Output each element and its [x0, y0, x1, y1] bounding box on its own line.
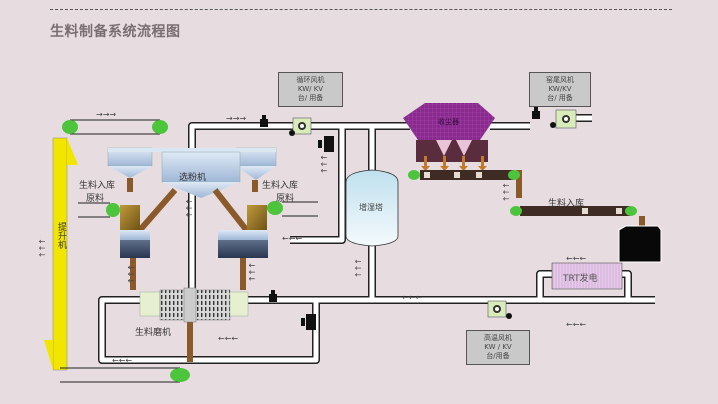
roller: [106, 203, 120, 217]
elevator-boot: [44, 340, 53, 370]
separator-main: [108, 148, 276, 198]
feed-hopper-right: [247, 205, 267, 230]
fan-rating: KW/KV: [548, 85, 572, 93]
fan-name: 高温风机: [484, 334, 512, 342]
flow-arrow-up: ↑↑↑: [38, 238, 47, 259]
flow-arrow-right: →→→: [226, 114, 247, 123]
flow-arrow-right: →→→: [96, 110, 117, 119]
flow-arrow-left: ←←←: [112, 356, 133, 365]
humidifier-tower: [345, 169, 399, 247]
flow-arrow-up: ↑↑↑: [185, 198, 194, 219]
flow-arrow-left: ←←←: [282, 234, 303, 243]
feed-hopper-left: [120, 205, 140, 230]
flow-arrow-left: ←←←: [566, 254, 587, 263]
dust-collector: [403, 103, 495, 171]
flow-arrow-down: ↓↓↓: [319, 154, 328, 175]
roller: [267, 201, 283, 215]
roller: [152, 120, 168, 134]
humidifier-tower-label: 增湿塔: [359, 203, 383, 212]
header-divider: [50, 9, 672, 10]
raw-mill: [139, 287, 249, 323]
valves: [260, 107, 540, 330]
circulation-fan-infobox[interactable]: 循环风机 KW/ KV 台/ 用备: [278, 72, 343, 107]
elevator-head: [67, 138, 78, 165]
elevator-body: [52, 137, 68, 371]
raw-meal-silo: [618, 225, 662, 263]
flow-arrow-down: ↓↓↓: [247, 262, 256, 283]
conveyor-store-label: 生料入库: [548, 199, 585, 209]
fan-units: 台/ 用备: [547, 94, 573, 102]
circulation-fan: [289, 117, 312, 136]
weigh-bin-left: [120, 230, 150, 258]
fan-units: 台/ 用备: [297, 94, 324, 102]
tail-fan: [550, 109, 577, 129]
trt-label: TRT发电: [563, 274, 598, 284]
screw-conveyor-bottom: [510, 206, 637, 216]
flow-arrow-down: ↓↓↓: [126, 264, 135, 285]
page-title: 生料制备系统流程图: [50, 24, 181, 40]
left-raw-label: 原料: [86, 194, 105, 204]
flow-arrow-up: ↑↑↑: [502, 182, 511, 203]
roller: [62, 120, 78, 134]
flow-arrow-up: ↑↑↑: [354, 258, 363, 279]
flow-arrow-left: ←←←: [218, 334, 239, 343]
screw-conveyor-top: [408, 170, 520, 180]
right-raw-label: 原料: [276, 194, 295, 204]
top-belt-conveyor: [62, 119, 168, 135]
fan-rating: KW/ KV: [297, 85, 324, 93]
tail-fan-infobox[interactable]: 窑尾风机 KW/KV 台/ 用备: [529, 72, 591, 107]
left-store-label: 生料入库: [79, 181, 116, 191]
trt-generator: [551, 262, 623, 290]
dust-collector-label: 收尘器: [438, 118, 459, 126]
fan-units: 台/用备: [486, 352, 510, 360]
high-temp-fan: [487, 300, 512, 319]
right-store-label: 生料入库: [262, 181, 299, 191]
fan-name: 循环风机: [296, 76, 325, 84]
flow-arrow-left: ←←←: [566, 320, 587, 329]
elevator-label: 提升机: [56, 222, 66, 249]
bucket-elevator: [44, 137, 78, 371]
fan-rating: KW / KV: [484, 343, 512, 351]
separator-label: 选粉机: [179, 173, 207, 183]
high-temp-fan-infobox[interactable]: 高温风机 KW / KV 台/用备: [466, 330, 530, 365]
cyclone-left: [107, 147, 153, 192]
weigh-bin-right: [218, 230, 268, 258]
bottom-belt-conveyor: [60, 367, 190, 383]
fan-name: 窑尾风机: [546, 76, 574, 84]
raw-mill-label: 生料磨机: [135, 328, 172, 338]
flow-arrow-left: ←←←: [402, 293, 423, 302]
roller: [170, 368, 190, 382]
